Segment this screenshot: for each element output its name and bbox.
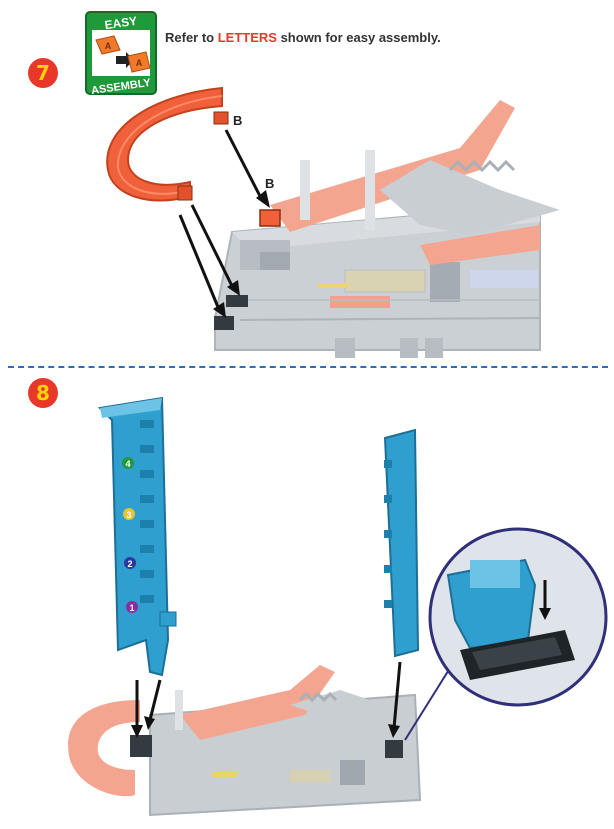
easy-assembly-icon: EASY A A ASSEMBLY (85, 11, 157, 97)
step-divider (8, 366, 608, 368)
step-8-number: 8 (36, 381, 50, 405)
step-7-illustration: B B (106, 86, 560, 358)
zoom-callout (404, 527, 608, 741)
track-base-step8 (68, 665, 422, 817)
easy-assembly-logo: EASY A A ASSEMBLY (84, 10, 158, 97)
left-support-column: 4 3 2 1 (97, 396, 177, 677)
svg-text:4: 4 (125, 459, 130, 469)
slot-lower (214, 316, 234, 330)
tile-right-letter: A (136, 58, 143, 68)
tile-a-left: A (95, 35, 121, 55)
step-8-arrows (131, 661, 402, 738)
svg-text:1: 1 (129, 603, 134, 613)
instruction-suffix: shown for easy assembly. (276, 30, 441, 45)
instruction-text: Refer to LETTERS shown for easy assembly… (165, 30, 441, 45)
left-slot (130, 735, 152, 757)
assembly-arrows (178, 129, 270, 318)
svg-text:3: 3 (126, 510, 131, 520)
slot-upper (226, 295, 248, 307)
instruction-highlight: LETTERS (217, 30, 277, 45)
letter-b-slot: B (265, 176, 274, 191)
column-number-4: 4 (122, 457, 134, 469)
step-7-number: 7 (36, 61, 50, 85)
tile-a-right: A (127, 51, 151, 73)
letter-b-track: B (233, 113, 242, 128)
column-number-2: 2 (124, 557, 136, 569)
right-support-column (383, 428, 420, 658)
easy-logo-top-text: EASY (104, 14, 138, 32)
step-8-badge: 8 (28, 378, 58, 408)
launcher-ramp (270, 100, 560, 265)
column-number-1: 1 (126, 601, 138, 613)
curved-track-piece (106, 86, 229, 202)
instruction-prefix: Refer to (165, 30, 218, 45)
step-7-badge: 7 (28, 58, 58, 88)
right-slot (385, 740, 403, 758)
tile-left-letter: A (105, 41, 112, 51)
svg-text:2: 2 (127, 559, 132, 569)
column-number-3: 3 (123, 508, 135, 520)
slot-b (259, 209, 281, 227)
